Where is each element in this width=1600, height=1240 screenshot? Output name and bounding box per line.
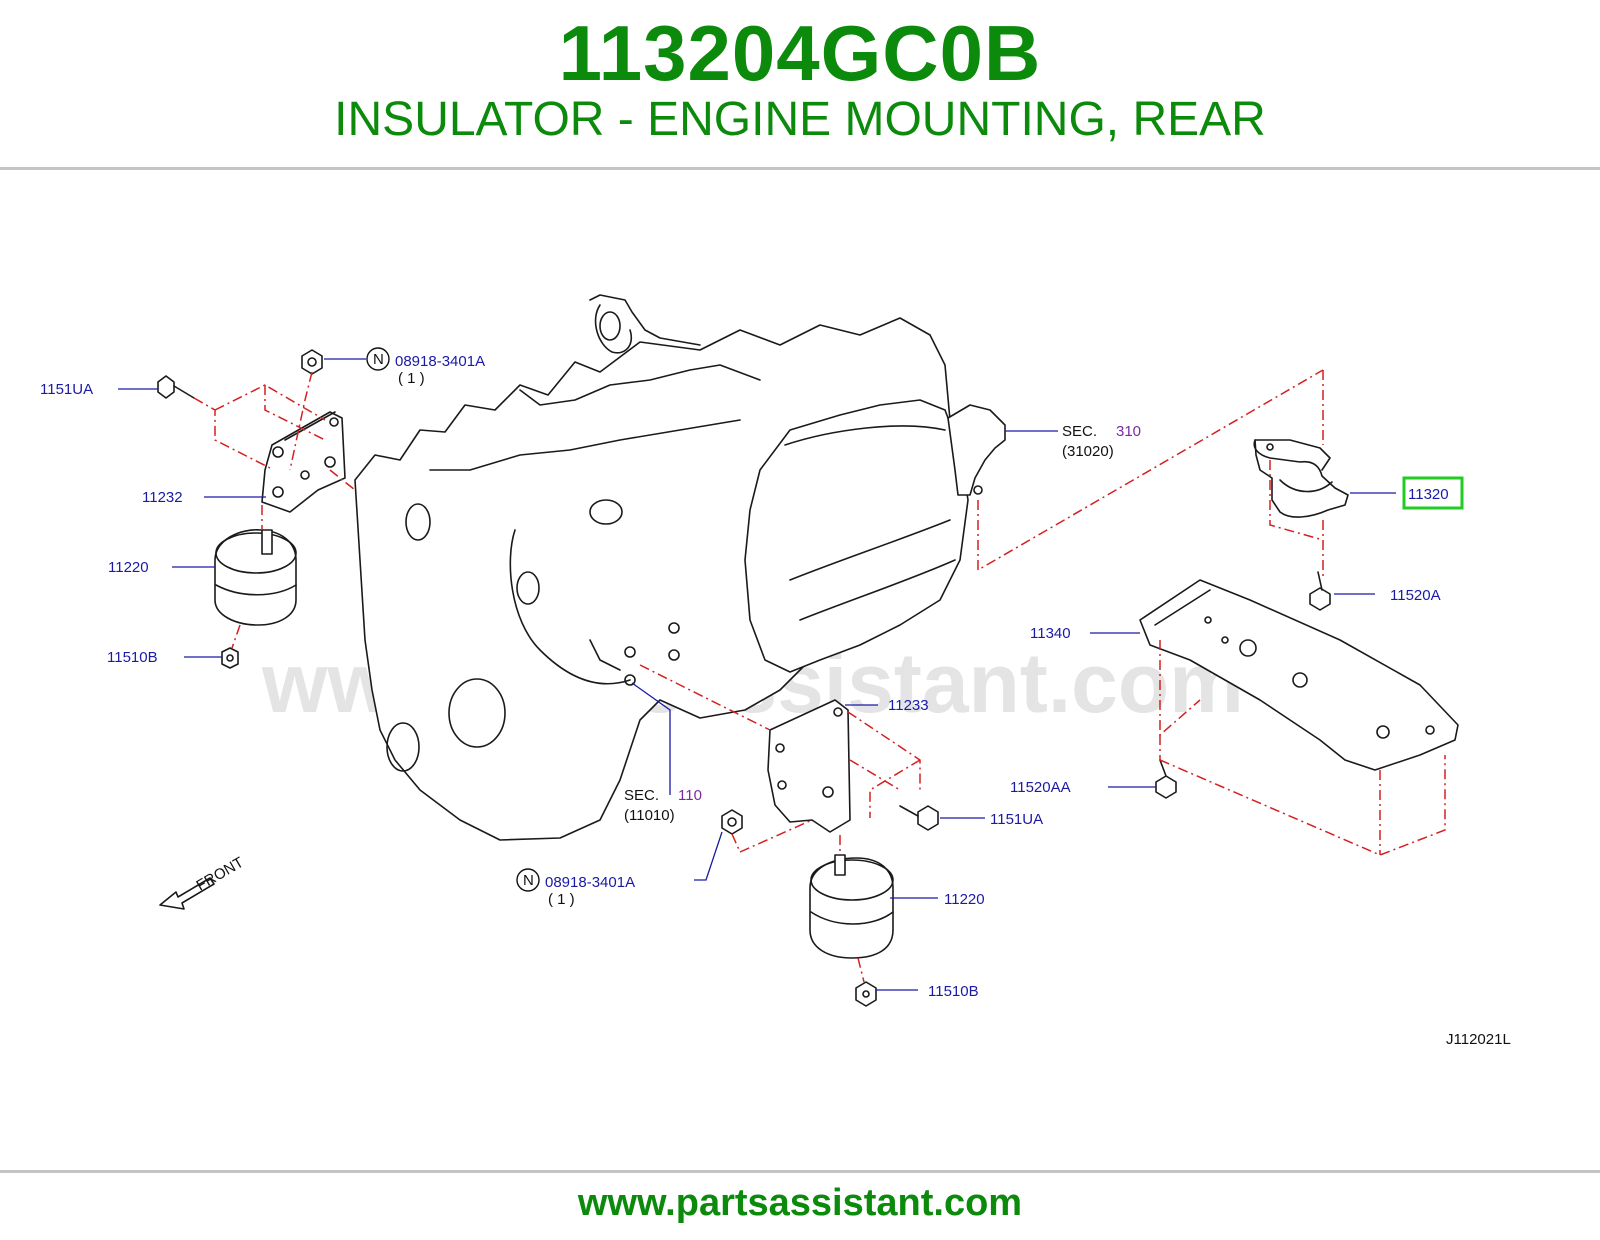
footer-divider — [0, 1170, 1600, 1173]
n-symbol-top: N — [366, 347, 390, 371]
callout-11520a[interactable]: 11520A — [1390, 587, 1441, 604]
part-number-title: 113204GC0B — [558, 9, 1042, 97]
rear-mount-group — [977, 369, 1459, 856]
sec-label-310: SEC. — [1062, 423, 1097, 440]
engine-block-illustration — [354, 294, 1006, 841]
sec-310-ref: (31020) — [1062, 443, 1114, 460]
callout-08918-3401a-top[interactable]: 08918-3401A — [395, 353, 485, 370]
page-header: 113204GC0B INSULATOR - ENGINE MOUNTING, … — [0, 0, 1600, 170]
callout-1151ua-top[interactable]: 1151UA — [40, 381, 93, 398]
sec-110-number[interactable]: 110 — [678, 787, 702, 804]
callout-11510b-bottom[interactable]: 11510B — [928, 983, 979, 1000]
figure-code: J112021L — [1446, 1031, 1511, 1048]
callout-08918-3401a-bottom[interactable]: 08918-3401A — [545, 874, 635, 891]
callout-11220-left[interactable]: 11220 — [108, 559, 149, 576]
bottom-mount-group — [639, 664, 939, 1007]
callout-11320[interactable]: 11320 — [1408, 486, 1449, 503]
highlight-box-11320 — [1402, 476, 1464, 510]
callout-11220-bottom[interactable]: 11220 — [944, 891, 985, 908]
footer-url[interactable]: www.partsassistant.com — [577, 1182, 1023, 1224]
n-symbol-bottom: N — [516, 868, 540, 892]
front-label: FRONT — [194, 854, 247, 895]
callout-11520aa[interactable]: 11520AA — [1010, 779, 1071, 796]
leader-lines — [118, 358, 1396, 991]
callout-08918-bottom-qty: ( 1 ) — [548, 891, 575, 908]
left-mount-group — [157, 349, 356, 669]
sec-310-number[interactable]: 310 — [1116, 423, 1141, 440]
front-direction-indicator: FRONT — [159, 854, 247, 910]
callout-11510b-left[interactable]: 11510B — [107, 649, 158, 666]
callout-08918-top-qty: ( 1 ) — [398, 370, 425, 387]
sec-110-ref: (11010) — [624, 807, 675, 824]
callout-1151ua-bottom[interactable]: 1151UA — [990, 811, 1043, 828]
svg-text:N: N — [523, 872, 534, 889]
callout-11233[interactable]: 11233 — [888, 697, 929, 714]
part-name-subtitle: INSULATOR - ENGINE MOUNTING, REAR — [334, 93, 1266, 146]
callout-11340[interactable]: 11340 — [1030, 625, 1071, 642]
callout-11232[interactable]: 11232 — [142, 489, 183, 506]
sec-label-110: SEC. — [624, 787, 659, 804]
header-divider — [0, 167, 1600, 170]
svg-text:N: N — [373, 351, 384, 368]
